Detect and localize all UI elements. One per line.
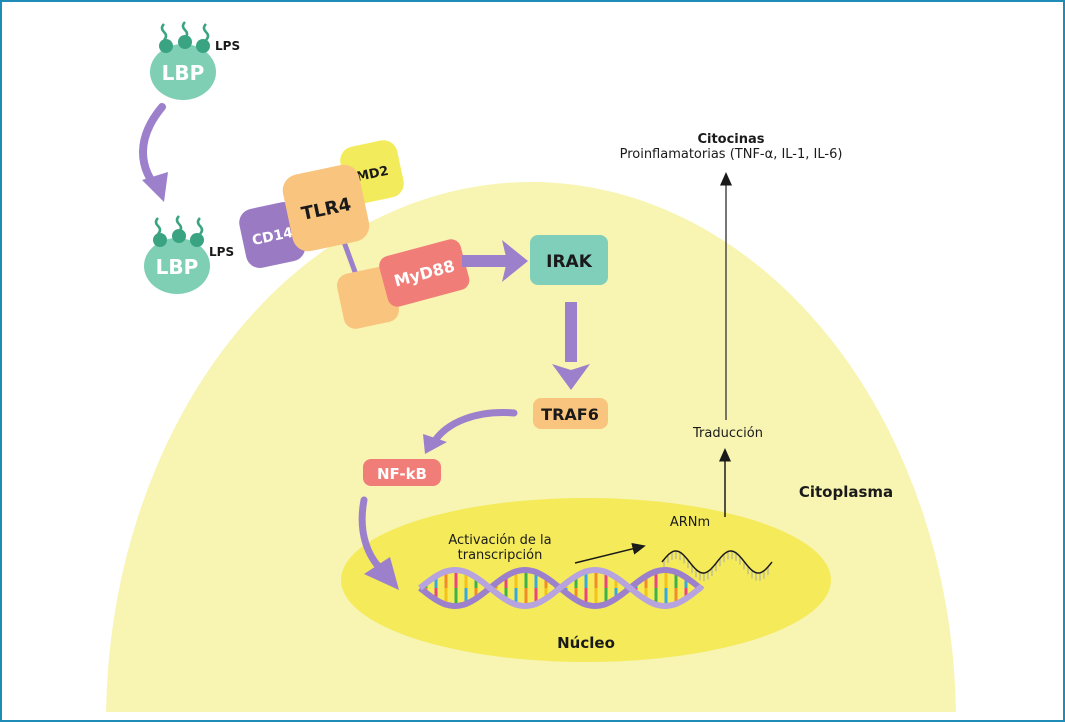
nfkb-node: NF-kB [363, 459, 441, 486]
mrna-strand-icon [661, 550, 773, 581]
curved-arrow-nfkb-to-dna [358, 496, 399, 590]
dna-backbone [418, 567, 704, 609]
arrow-irak-to-traf6 [552, 302, 590, 390]
traf6-node: TRAF6 [533, 398, 608, 429]
activation-label-line2: transcripción [458, 548, 543, 563]
traf6-label: TRAF6 [541, 405, 599, 424]
lbp-top: LBP LPS [150, 21, 240, 100]
lbp-label: LBP [156, 255, 199, 279]
lps-label: LPS [209, 245, 234, 259]
cytoplasm-label: Citoplasma [799, 483, 893, 501]
lbp-bottom: LBP LPS [144, 215, 234, 294]
dna-helix-icon [418, 567, 704, 609]
lbp-label: LBP [162, 61, 205, 85]
cytokines-label-line2: Proinflamatorias (TNF-α, IL-1, IL-6) [620, 147, 843, 162]
myd88-adaptor: MyD88 [379, 239, 470, 307]
mrna-backbone [661, 550, 773, 574]
mrna-label: ARNm [670, 515, 710, 530]
arrow-transcription [574, 542, 646, 564]
curved-arrow-lbp [139, 103, 168, 202]
irak-label: IRAK [546, 252, 593, 272]
nfkb-label: NF-kB [377, 465, 427, 483]
lps-label: LPS [215, 39, 240, 53]
irak-node: IRAK [530, 235, 608, 285]
activation-label-line1: Activación de la [448, 533, 551, 548]
arrow-myd88-to-irak [462, 240, 528, 282]
nucleus-label: Núcleo [557, 634, 615, 652]
cytokines-label-line1: Citocinas [697, 132, 764, 147]
curved-arrow-traf6-to-nfkb [423, 409, 518, 454]
translation-label: Traducción [692, 426, 763, 441]
tlr4-receptor: TLR4 [282, 164, 370, 252]
md2-label: MD2 [355, 164, 390, 185]
